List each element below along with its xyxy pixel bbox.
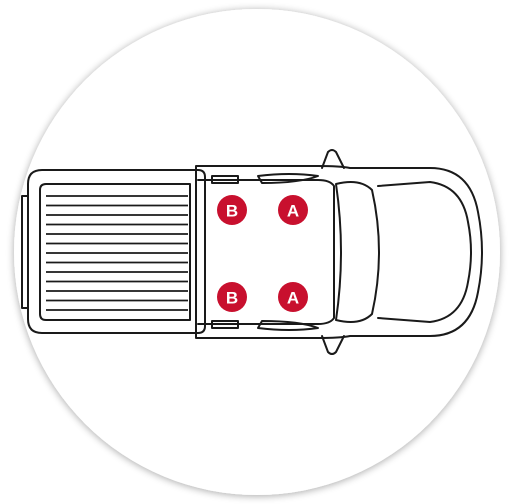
seat-marker-rear-right-seat: B [217, 282, 247, 312]
truck-front-window-left [257, 173, 319, 184]
truck-bed-slats [46, 195, 188, 311]
truck-rear-window-left [211, 175, 239, 184]
truck-tailgate [21, 195, 29, 309]
truck-bed-outer [27, 169, 206, 334]
truck-mirror-left [321, 149, 345, 169]
truck-cabin [197, 179, 335, 325]
seat-marker-circle [278, 195, 308, 225]
truck-bed-inner [39, 183, 191, 321]
truck-rear-window-right [211, 320, 239, 329]
truck-windshield [335, 181, 380, 323]
pickup-truck-outline [21, 149, 483, 355]
truck-hood [377, 181, 472, 323]
truck-mirror-right [321, 335, 345, 355]
seat-marker-label: B [226, 202, 238, 221]
seat-marker-front-right-seat: A [278, 282, 308, 312]
seat-marker-label: A [287, 289, 299, 308]
seat-marker-circle [278, 282, 308, 312]
seat-marker-label: B [226, 289, 238, 308]
seat-marker-label: A [287, 202, 299, 221]
truck-cab-body [195, 165, 483, 339]
seat-markers: A B A B [217, 195, 308, 312]
seat-marker-circle [217, 282, 247, 312]
seat-marker-front-left-seat: A [278, 195, 308, 225]
seat-marker-rear-left-seat: B [217, 195, 247, 225]
background-disc [14, 9, 500, 495]
seat-marker-circle [217, 195, 247, 225]
truck-front-window-right [257, 320, 319, 331]
